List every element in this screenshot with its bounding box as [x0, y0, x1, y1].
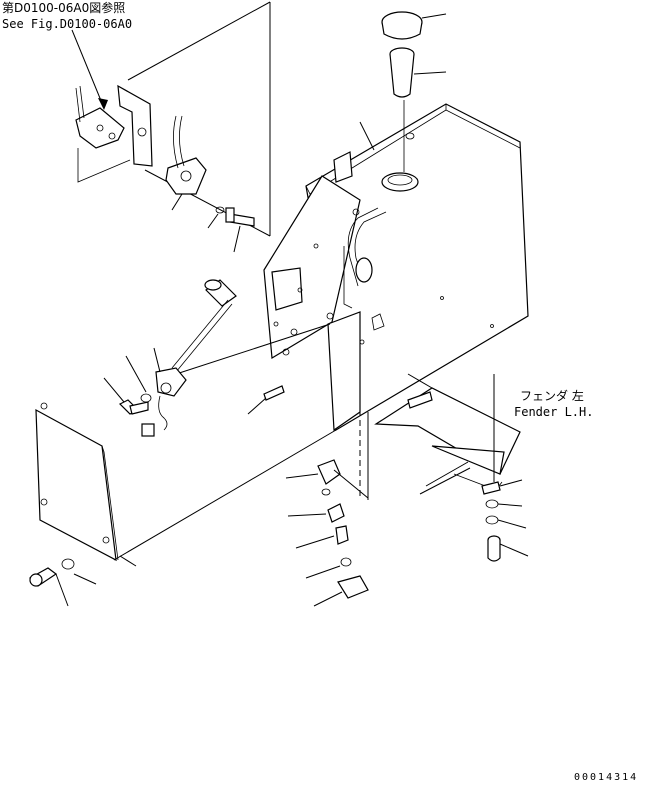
control-knob [171, 279, 237, 373]
rubber-pad [247, 385, 285, 415]
reference-leader [71, 29, 105, 109]
cover-edge-line [113, 429, 337, 561]
fender-label-jp: フェンダ 左 [520, 388, 584, 403]
bolt-washer-lever [103, 355, 152, 415]
drain-cover [327, 311, 385, 500]
lever-assembly [141, 347, 187, 437]
fender-bracket [374, 373, 521, 495]
reference-text-jp: 第D0100-06A0図参照 [2, 0, 125, 15]
fuel-cock [165, 115, 207, 211]
fender-hardware [481, 479, 529, 562]
reference-text-en: See Fig.D0100-06A0 [2, 17, 132, 31]
strainer [389, 47, 447, 98]
drawing-code: 00014314 [574, 772, 638, 783]
tank-cap [381, 11, 447, 40]
cover-plate [35, 402, 119, 562]
drain-valve-parts [285, 459, 369, 607]
fuel-pipe [343, 207, 387, 309]
tank-hook [333, 132, 415, 183]
bolt-washer-cover [29, 555, 137, 607]
fender-label-en: Fender L.H. [514, 405, 593, 419]
reference-bracket [75, 84, 153, 183]
bolt-washer-upper [207, 206, 255, 253]
reference-arrowhead [98, 98, 108, 110]
lever-leader-line [169, 323, 331, 377]
filler-neck [381, 100, 419, 192]
